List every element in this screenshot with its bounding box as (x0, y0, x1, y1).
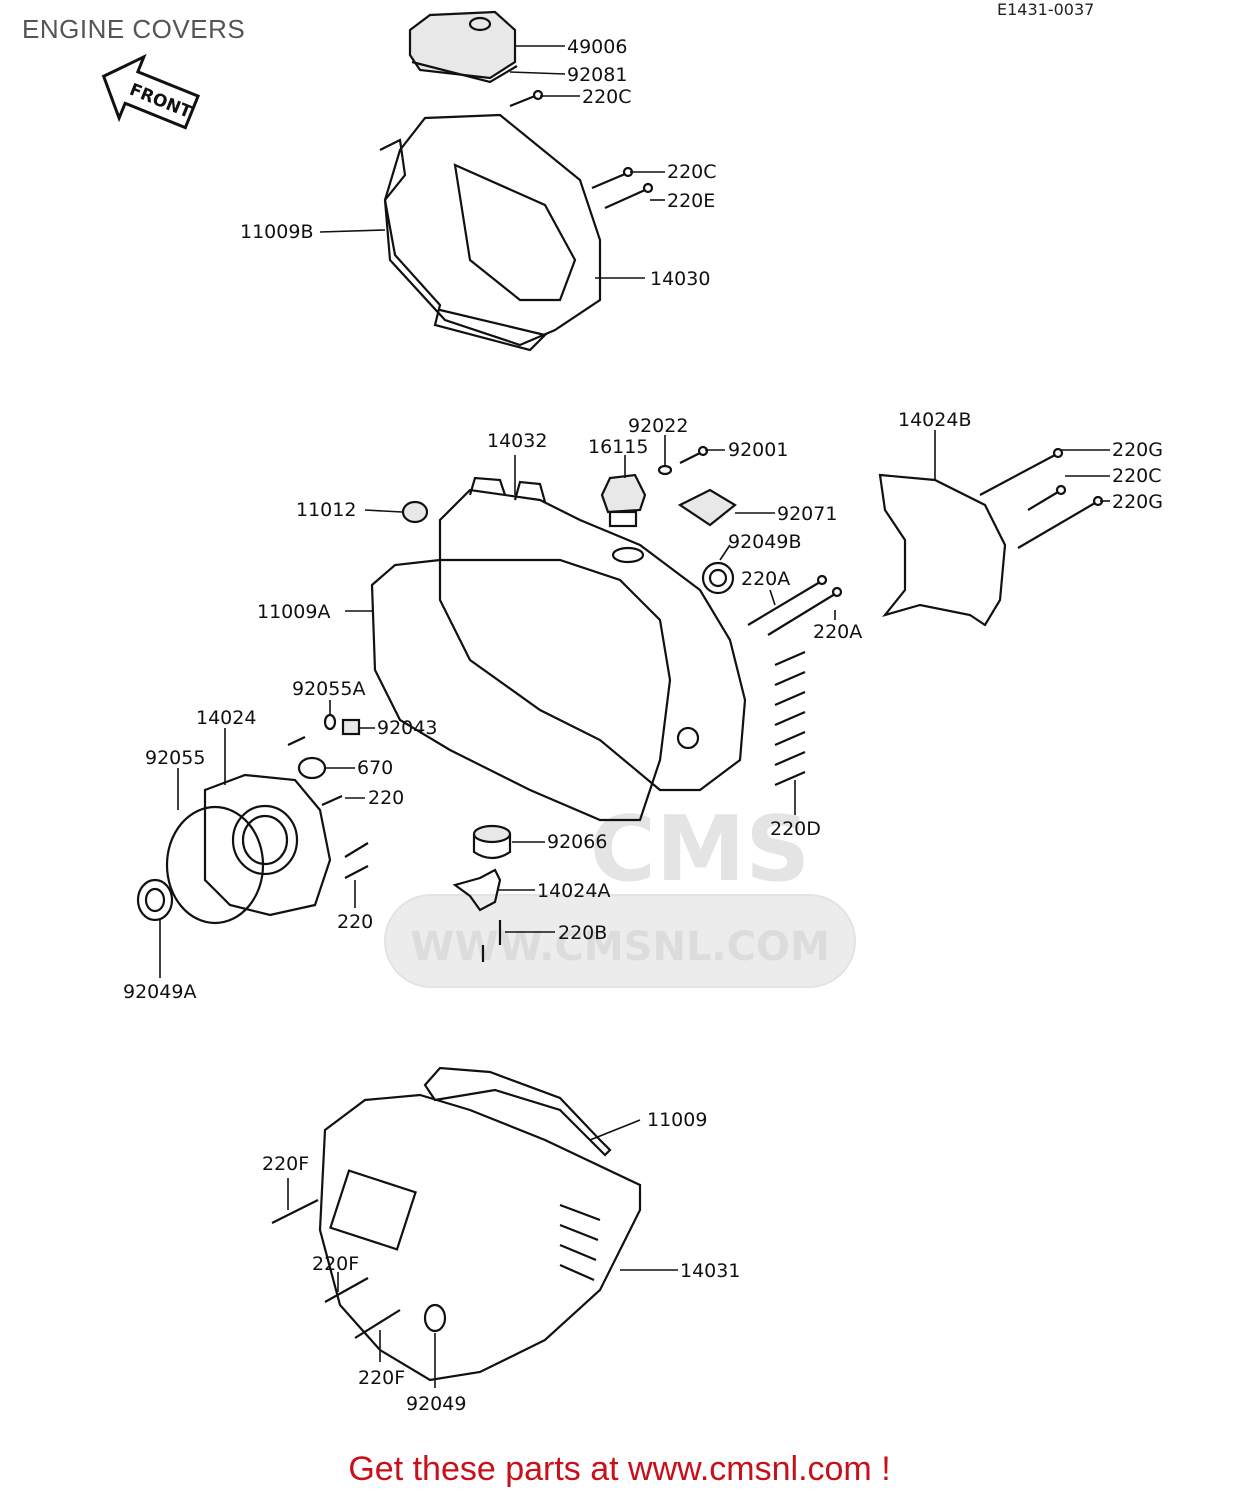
leader-lines (159, 45, 1110, 1388)
bolt-220c-top (509, 89, 544, 108)
label-11012: 11012 (296, 499, 356, 521)
exploded-parts-diagram: WWW.CMSNL.COM CMS FRONT (101, 10, 1163, 1415)
label-11009a: 11009A (257, 601, 330, 623)
part-11009-gasket (423, 1066, 612, 1157)
label-220f-bottom: 220F (358, 1367, 405, 1389)
bolts-220-small (287, 736, 369, 879)
part-92043-pin (341, 718, 361, 736)
label-92049: 92049 (406, 1393, 466, 1415)
part-11009a-gasket (370, 558, 672, 822)
cms-watermark: WWW.CMSNL.COM CMS (384, 797, 856, 988)
bolts-220g-220c (979, 447, 1104, 549)
label-92022: 92022 (628, 415, 688, 437)
cta-link-text[interactable]: Get these parts at www.cmsnl.com ! (348, 1450, 891, 1488)
label-220a-lower: 220A (813, 621, 862, 643)
part-16115-oil-plug (600, 473, 647, 564)
part-49006-cap (408, 10, 518, 84)
label-14024a: 14024A (537, 880, 610, 902)
label-220c-shroud: 220C (1112, 465, 1162, 487)
label-220f-top: 220F (262, 1153, 309, 1175)
part-14024a-bracket (452, 868, 502, 912)
label-14024b: 14024B (898, 409, 971, 431)
part-92049b-oil-seal (701, 561, 735, 595)
label-220d: 220D (770, 818, 821, 840)
part-11012-plug (401, 500, 429, 524)
label-92049b: 92049B (728, 531, 801, 553)
label-92081: 92081 (567, 64, 627, 86)
label-92055a: 92055A (292, 678, 365, 700)
label-92043: 92043 (377, 717, 437, 739)
part-14031-outer-cover (318, 1093, 642, 1382)
label-11009b: 11009B (240, 221, 313, 243)
part-14024b-cover (878, 473, 1007, 627)
part-92001-bolt (679, 445, 709, 464)
label-92001: 92001 (728, 439, 788, 461)
label-11009: 11009 (647, 1109, 707, 1131)
label-670: 670 (357, 757, 393, 779)
label-220-housing: 220 (368, 787, 404, 809)
label-14032: 14032 (487, 430, 547, 452)
part-92022-washer (657, 464, 673, 476)
label-49006: 49006 (567, 36, 627, 58)
front-arrow: FRONT (101, 53, 201, 130)
label-220-lower: 220 (337, 911, 373, 933)
diagram-reference-code: E1431-0037 (997, 0, 1095, 19)
bolts-220c-220e (591, 166, 654, 210)
bolts-220a (747, 574, 843, 636)
page-title: ENGINE COVERS (22, 14, 246, 44)
label-220b: 220B (558, 922, 607, 944)
label-220g-upper: 220G (1112, 439, 1163, 461)
part-14032-clutch-cover (438, 476, 747, 792)
label-14031: 14031 (680, 1260, 740, 1282)
part-92071-plate (677, 488, 737, 527)
part-92049a-oil-seal (136, 878, 174, 922)
label-14030: 14030 (650, 268, 710, 290)
part-14030-cover (383, 113, 602, 347)
label-14024: 14024 (196, 707, 256, 729)
label-220g-lower: 220G (1112, 491, 1163, 513)
label-220c-cover: 220C (667, 161, 717, 183)
label-92055: 92055 (145, 747, 205, 769)
part-92049-oil-seal (423, 1303, 447, 1333)
label-220a-upper: 220A (741, 568, 790, 590)
part-92066-damper (472, 824, 512, 860)
label-220e: 220E (667, 190, 715, 212)
bolts-220b (481, 920, 502, 962)
label-92066: 92066 (547, 831, 607, 853)
part-92055-o-ring (165, 805, 265, 925)
watermark-logo: CMS (590, 797, 810, 902)
bolts-220f (271, 1199, 401, 1339)
watermark-url: WWW.CMSNL.COM (410, 924, 830, 970)
part-670-o-ring (297, 756, 327, 780)
part-14024-housing (203, 773, 332, 917)
label-92049a: 92049A (123, 981, 196, 1003)
part-92055a-o-ring (323, 713, 337, 731)
label-92071: 92071 (777, 503, 837, 525)
part-11009b-gasket (379, 138, 548, 352)
bolts-220d (774, 650, 806, 787)
label-220f-middle: 220F (312, 1253, 359, 1275)
label-220c-top: 220C (582, 86, 632, 108)
label-16115: 16115 (588, 436, 648, 458)
